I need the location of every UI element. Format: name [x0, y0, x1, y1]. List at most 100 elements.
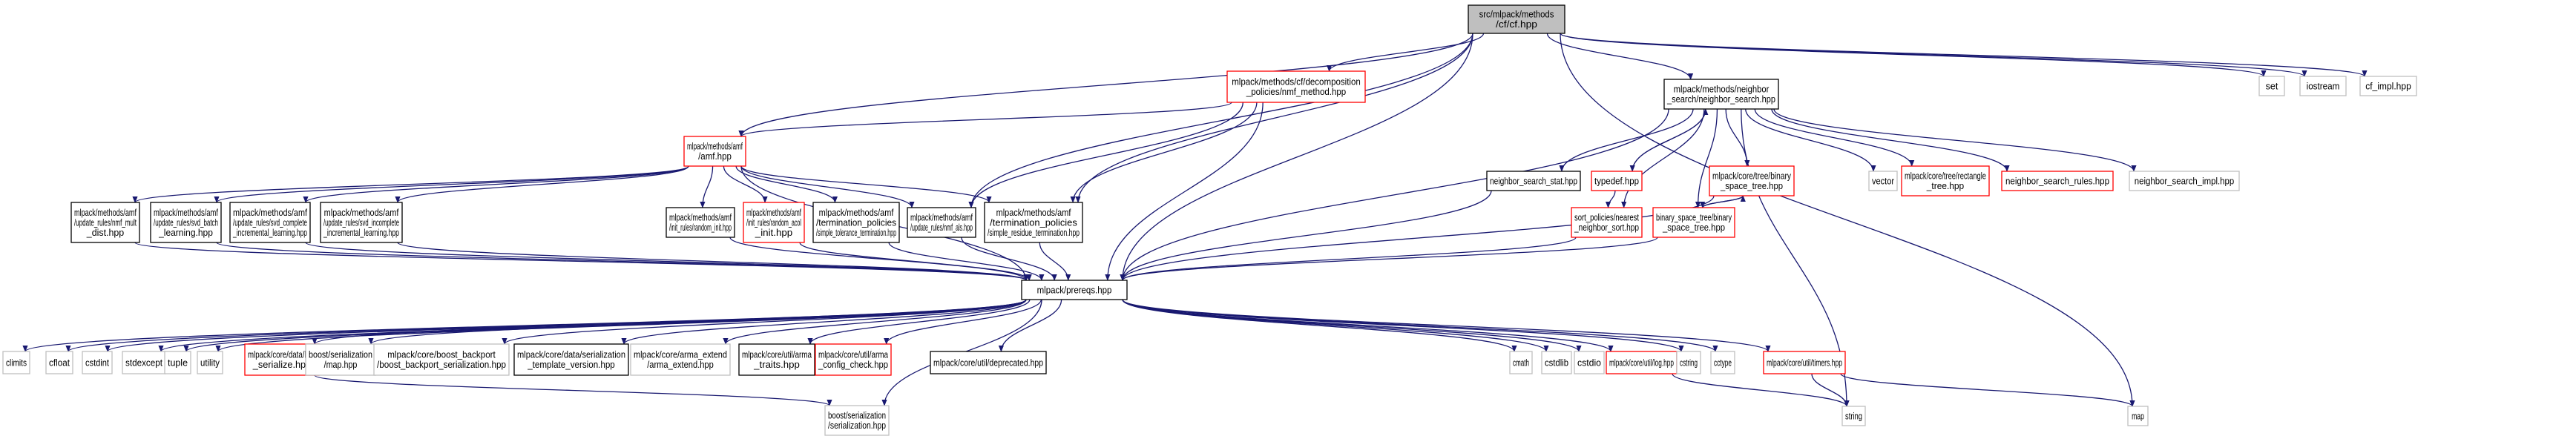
edge-typedef-to-neighbor-search [1632, 108, 1709, 172]
node-label: mlpack/methods/amf [233, 208, 307, 218]
node-iostream: iostream [2299, 76, 2347, 96]
node-label: /termination_policies [990, 217, 1077, 228]
edge-cf-to-neighbor-search [1546, 33, 1694, 80]
node-box [1901, 165, 1990, 196]
node-label: cstdint [85, 357, 109, 368]
node-label: /update_rules/svd_incomplete [323, 217, 399, 228]
node-typedef[interactable]: typedef.hpp [1591, 171, 1643, 191]
node-nmf-method[interactable]: mlpack/methods/cf/decomposition_policies… [1226, 70, 1366, 103]
node-label: vector [1872, 176, 1894, 186]
edge-neighbor-search-to-vector [1745, 108, 1876, 172]
node-box [2, 351, 30, 374]
node-box [812, 202, 900, 243]
node-label: utility [200, 357, 220, 368]
edge-cf-to-nmf-als [968, 33, 1473, 208]
node-box [1841, 406, 1866, 426]
node-utility: utility [197, 351, 223, 374]
node-simple-res[interactable]: mlpack/methods/amf/termination_policies/… [984, 202, 1083, 243]
edge-neighbor-search-to-nn-sort [1621, 108, 1705, 208]
edge-cf-to-cf-impl [1560, 33, 2368, 77]
edge-nmf-mult-to-prereqs [134, 242, 1029, 281]
edge-amf-to-svd-incomplete [395, 165, 689, 203]
edge-svd-complete-to-prereqs [305, 242, 1029, 281]
edge-neighbor-search-to-bst-local [1695, 108, 1718, 208]
edge-amf-to-nmf-mult [132, 165, 689, 203]
node-nmf-als[interactable]: mlpack/methods/amf/update_rules/nmf_als.… [907, 207, 976, 238]
node-boost-ser: boost/serialization/serialization.hpp [824, 405, 890, 436]
node-label: _search/neighbor_search.hpp [1666, 94, 1775, 105]
node-bst-local[interactable]: binary_space_tree/binary_space_tree.hpp [1652, 207, 1735, 238]
node-label: _incremental_learning.hpp [323, 228, 399, 238]
node-label: mlpack/methods/amf [687, 142, 743, 152]
node-box [1226, 70, 1366, 103]
node-box [229, 202, 311, 243]
edge-amf-to-svd-batch [214, 165, 689, 203]
node-box [1710, 351, 1735, 374]
node-tuple: tuple [164, 351, 191, 374]
edge-neighbor-search-to-ns-stat [1559, 108, 1694, 172]
node-cf-impl: cf_impl.hpp [2359, 76, 2417, 96]
node-box [666, 207, 735, 238]
edge-prereqs-to-boost-map [368, 299, 1027, 345]
node-neighbor-search[interactable]: mlpack/methods/neighbor_search/neighbor_… [1663, 79, 1779, 110]
node-label: mlpack/core/util/arma [742, 350, 812, 360]
node-climits: climits [2, 351, 30, 374]
edge-prereqs-to-deprecated [998, 299, 1062, 352]
node-stdexcept: stdexcept [122, 351, 166, 374]
node-box [1021, 280, 1128, 300]
node-rect-tree[interactable]: mlpack/core/tree/rectangle_tree.hpp [1901, 165, 1990, 196]
node-label: _dist.hpp [86, 228, 124, 238]
node-random-acol[interactable]: mlpack/methods/amf/init_rules/random_aco… [743, 202, 805, 243]
edge-random-init-to-prereqs [729, 237, 1029, 281]
node-simple-tol[interactable]: mlpack/methods/amf/termination_policies/… [812, 202, 900, 243]
edge-nmf-method-to-prereqs [1105, 102, 1264, 281]
node-cctype: cctype [1710, 351, 1735, 374]
node-box [743, 202, 805, 243]
edge-prereqs-to-ser-tpl-ver [621, 299, 1027, 345]
node-nn-sort[interactable]: sort_policies/nearest_neighbor_sort.hpp [1571, 207, 1643, 238]
node-label: mlpack/core/tree/binary [1712, 171, 1792, 182]
node-label: mlpack/methods/cf/decomposition [1232, 77, 1361, 87]
node-boost-map: boost/serialization/map.hpp [305, 343, 376, 376]
node-ns-rules[interactable]: neighbor_search_rules.hpp [2001, 171, 2114, 191]
node-label: neighbor_search_impl.hpp [2135, 176, 2234, 186]
node-arma-config[interactable]: mlpack/core/util/arma_config_check.hpp [815, 343, 892, 376]
node-box [1676, 351, 1701, 374]
node-cstdint: cstdint [82, 351, 113, 374]
node-arma-traits[interactable]: mlpack/core/util/arma_traits.hpp [738, 343, 815, 376]
node-ns-stat[interactable]: neighbor_search_stat.hpp [1486, 171, 1581, 191]
edge-log-to-string [1672, 373, 1850, 407]
edge-random-acol-to-prereqs [799, 242, 1032, 281]
node-label: mlpack/core/util/log.hpp [1609, 357, 1674, 368]
node-label: mlpack/methods/amf [910, 213, 973, 223]
node-box [1541, 351, 1572, 374]
node-label: mlpack/core/tree/rectangle [1905, 171, 1986, 182]
node-prereqs[interactable]: mlpack/prereqs.hpp [1021, 280, 1128, 300]
node-log[interactable]: mlpack/core/util/log.hpp [1606, 351, 1678, 374]
node-vector: vector [1868, 171, 1898, 191]
node-amf[interactable]: mlpack/methods/amf/amf.hpp [683, 136, 746, 167]
node-deprecated[interactable]: mlpack/core/util/deprecated.hpp [930, 351, 1047, 374]
edge-amf-to-random-init [700, 165, 714, 208]
node-svd-batch[interactable]: mlpack/methods/amf/update_rules/svd_batc… [150, 202, 222, 243]
node-ser-tpl-ver[interactable]: mlpack/core/data/serialization_template_… [513, 343, 629, 376]
node-box [1509, 351, 1533, 374]
node-label: set [2266, 81, 2278, 91]
edge-neighbor-search-to-rect-tree [1754, 108, 1915, 167]
node-bst-core[interactable]: mlpack/core/tree/binary_space_tree.hpp [1709, 165, 1795, 196]
node-label: string [1845, 411, 1862, 421]
node-timers[interactable]: mlpack/core/util/timers.hpp [1763, 351, 1846, 374]
node-nmf-mult[interactable]: mlpack/methods/amf/update_rules/nmf_mult… [70, 202, 140, 243]
node-box [984, 202, 1083, 243]
node-svd-incomplete[interactable]: mlpack/methods/amf/update_rules/svd_inco… [320, 202, 403, 243]
node-label: mlpack/methods/amf [669, 213, 732, 223]
node-cf[interactable]: src/mlpack/methods/cf/cf.hpp [1468, 4, 1565, 34]
node-label: /termination_policies [816, 217, 896, 228]
node-svd-complete[interactable]: mlpack/methods/amf/update_rules/svd_comp… [229, 202, 311, 243]
node-random-init[interactable]: mlpack/methods/amf/init_rules/random_ini… [666, 207, 735, 238]
node-label: mlpack/methods/amf [74, 208, 137, 218]
node-label: mlpack/core/arma_extend [634, 350, 727, 360]
node-label: stdexcept [125, 357, 162, 368]
edge-amf-to-nmf-als [740, 165, 915, 208]
node-box [45, 351, 73, 374]
